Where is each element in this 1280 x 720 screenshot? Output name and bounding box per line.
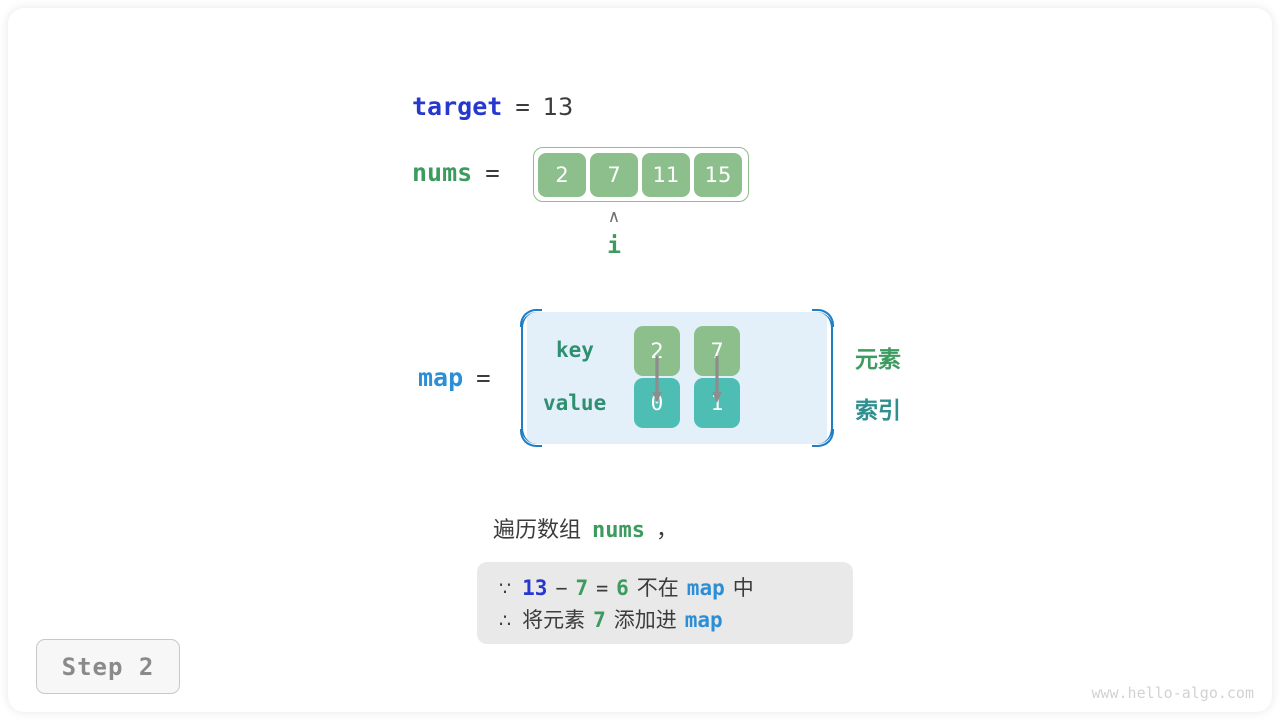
pointer-label-i: i bbox=[607, 233, 621, 259]
map-entry-column: 2 0 bbox=[634, 326, 680, 428]
watermark: www.hello-algo.com bbox=[1091, 684, 1254, 702]
target-row: target = 13 bbox=[412, 92, 573, 121]
note-line-1: ∵ 13 − 7 = 6 不在 map 中 bbox=[499, 572, 831, 604]
caption-code-nums: nums bbox=[592, 518, 645, 543]
map-bracket-left bbox=[520, 309, 543, 447]
array-cell: 11 bbox=[642, 152, 690, 197]
map-bracket-right bbox=[811, 309, 834, 447]
note-minus-operator: − bbox=[555, 576, 568, 600]
therefore-symbol: ∴ bbox=[499, 610, 512, 632]
target-equals-sign: = bbox=[515, 93, 530, 121]
step-badge-label: Step 2 bbox=[61, 652, 155, 681]
note-target-value: 13 bbox=[522, 576, 548, 600]
nums-equals-sign: = bbox=[485, 158, 500, 187]
note-not-in-text: 不在 bbox=[636, 576, 679, 600]
note-equals-operator: = bbox=[596, 576, 609, 600]
map-row-label-value: value bbox=[543, 391, 607, 415]
key-to-value-arrow-icon bbox=[652, 356, 662, 403]
nums-variable-name: nums bbox=[412, 158, 473, 187]
legend-value-index: 索引 bbox=[855, 398, 901, 424]
because-symbol: ∵ bbox=[499, 578, 512, 600]
caption-text-after: ， bbox=[656, 518, 679, 543]
step-badge: Step 2 bbox=[36, 639, 180, 694]
array-cell: 15 bbox=[694, 152, 742, 197]
note-line-2: ∴ 将元素 7 添加进 map bbox=[499, 604, 831, 636]
array-cell: 2 bbox=[538, 152, 586, 197]
nums-array-frame: 2 7 11 15 bbox=[533, 147, 749, 202]
note-add-element-text: 将元素 bbox=[522, 608, 586, 632]
caret-up-icon: ∧ bbox=[607, 207, 621, 227]
nums-row: nums = bbox=[412, 158, 500, 187]
note-map-ref: map bbox=[684, 608, 723, 632]
note-current-element: 7 bbox=[575, 576, 589, 600]
legend-key-element: 元素 bbox=[855, 347, 901, 373]
map-label-row: map = bbox=[418, 363, 491, 392]
target-variable-name: target bbox=[412, 92, 503, 121]
note-add-into-text: 添加进 bbox=[613, 608, 677, 632]
map-equals-sign: = bbox=[476, 364, 491, 392]
key-to-value-arrow-icon bbox=[712, 356, 722, 403]
note-added-element: 7 bbox=[593, 608, 606, 632]
map-variable-name: map bbox=[418, 363, 464, 392]
target-value: 13 bbox=[542, 93, 574, 121]
map-row-label-key: key bbox=[556, 338, 594, 362]
array-cell: 7 bbox=[590, 152, 638, 197]
map-entry-column: 7 1 bbox=[694, 326, 740, 428]
note-complement-value: 6 bbox=[616, 576, 629, 600]
note-box: ∵ 13 − 7 = 6 不在 map 中 ∴ 将元素 7 添加进 map bbox=[477, 562, 853, 644]
note-in-text: 中 bbox=[732, 576, 754, 600]
caption-line: 遍历数组 nums ， bbox=[493, 512, 678, 544]
caption-text-before: 遍历数组 bbox=[493, 518, 582, 543]
note-map-ref: map bbox=[686, 576, 725, 600]
index-pointer-group: ∧ i bbox=[592, 208, 636, 261]
